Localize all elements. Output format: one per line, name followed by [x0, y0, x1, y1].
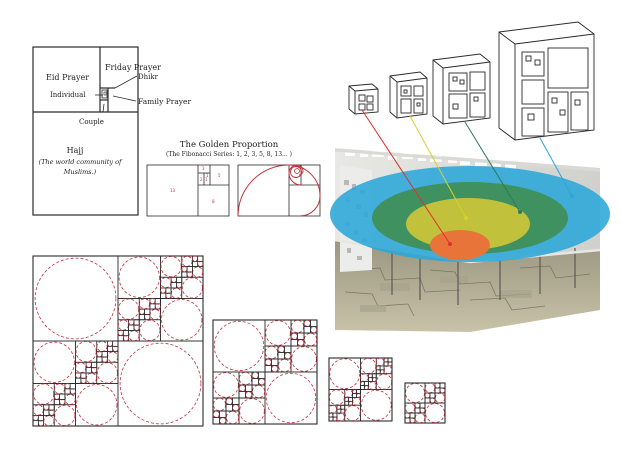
golden-title: The Golden Proportion	[180, 140, 279, 150]
golden-subtitle: (The Fibonacci Series: 1, 2, 3, 5, 8, 13…	[166, 151, 292, 158]
module-leader-lines	[361, 109, 574, 246]
square-label-1a: 1	[205, 177, 208, 182]
fibonacci-grid-3	[328, 357, 393, 422]
fibonacci-grid-2	[212, 319, 318, 425]
golden-rectangle-left	[146, 164, 230, 217]
fibonacci-grid-4	[404, 382, 446, 424]
prayer-outer-frame	[32, 46, 139, 216]
golden-square-labels: 13 8 5 3 2 1 1	[170, 166, 221, 204]
fibonacci-grid-1	[32, 255, 204, 427]
prayer-labels: Eid Prayer Friday Prayer Dhikr Individua…	[39, 63, 192, 176]
square-label-8: 8	[212, 199, 215, 204]
label-eid-prayer: Eid Prayer	[46, 73, 89, 82]
label-couple: Couple	[79, 118, 104, 126]
square-label-13: 13	[170, 188, 176, 193]
label-dhikr: Dhikr	[138, 73, 159, 81]
square-label-1b: 1	[206, 173, 209, 178]
screen-module-medium-small	[389, 71, 428, 119]
label-friday-prayer: Friday Prayer	[105, 63, 161, 72]
square-label-2: 2	[200, 177, 203, 182]
golden-rectangle-right	[237, 164, 321, 217]
label-hajj-sub-2: Muslims.)	[63, 168, 97, 176]
fibonacci-grids	[32, 255, 446, 427]
screen-module-medium	[432, 53, 491, 125]
architecture-render	[330, 148, 610, 332]
prayer-diagram	[32, 46, 139, 216]
label-family-prayer: Family Prayer	[138, 97, 191, 106]
square-label-3: 3	[202, 166, 205, 171]
label-hajj: Hajj	[67, 146, 84, 155]
square-label-5: 5	[218, 173, 221, 178]
label-hajj-sub-1: (The world community of	[39, 158, 123, 166]
zone-orange	[430, 230, 490, 260]
golden-spiral	[237, 164, 321, 217]
screen-module-large	[498, 21, 595, 141]
screen-modules	[348, 21, 595, 141]
label-individual: Individual	[50, 91, 86, 99]
screen-module-small	[348, 83, 379, 115]
